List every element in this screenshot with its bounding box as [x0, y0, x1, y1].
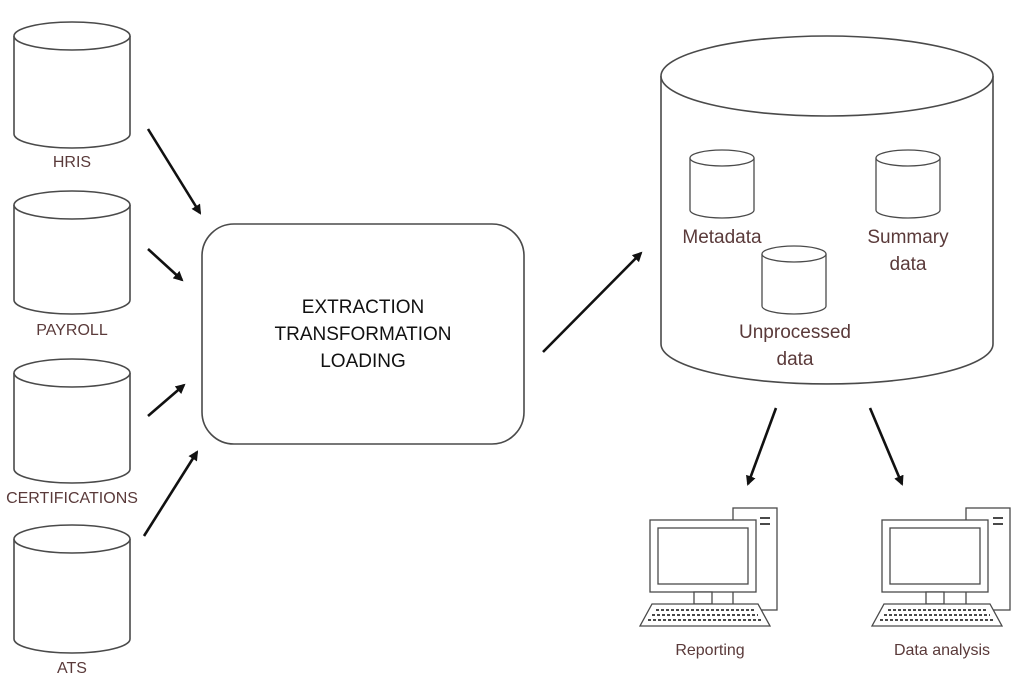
data-analysis-label: Data analysis	[893, 642, 991, 659]
arrow-etl-to-warehouse	[542, 251, 643, 353]
arrow-ats-to-etl	[142, 450, 199, 537]
summary-data-label-line1: Summary	[867, 227, 949, 248]
metadata-label: Metadata	[682, 227, 762, 248]
etl-process-label: EXTRACTION TRANSFORMATION LOADING	[202, 294, 524, 375]
arrow-hris-to-etl	[146, 128, 202, 215]
summary-data-label-line2: data	[889, 254, 927, 275]
source-label-hris: HRIS	[52, 154, 92, 171]
source-label-certifications: CERTIFICATIONS	[6, 490, 138, 507]
arrow-warehouse-to-reporting	[746, 407, 778, 486]
source-label-payroll: PAYROLL	[36, 322, 108, 339]
source-cylinder-hris	[13, 21, 131, 149]
arrow-certifications-to-etl	[147, 383, 186, 417]
unprocessed-data-label-line1: Unprocessed	[739, 322, 851, 343]
etl-line-extraction: EXTRACTION	[301, 297, 425, 318]
source-cylinder-payroll	[13, 190, 131, 315]
arrow-payroll-to-etl	[147, 248, 184, 282]
reporting-label: Reporting	[675, 642, 745, 659]
arrow-warehouse-to-analysis	[868, 407, 904, 486]
metadata-cylinder	[689, 149, 755, 219]
data-analysis-computer-icon	[870, 507, 1011, 627]
etl-line-transformation: TRANSFORMATION	[274, 324, 452, 345]
unprocessed-data-label-line2: data	[776, 349, 814, 370]
source-label-ats: ATS	[57, 660, 87, 677]
etl-process-box	[201, 223, 525, 445]
etl-line-loading: LOADING	[320, 351, 406, 372]
source-cylinder-ats	[13, 524, 131, 654]
unprocessed-data-cylinder	[761, 245, 827, 315]
summary-data-cylinder	[875, 149, 941, 219]
reporting-computer-icon	[638, 507, 778, 627]
source-cylinder-certifications	[13, 358, 131, 484]
